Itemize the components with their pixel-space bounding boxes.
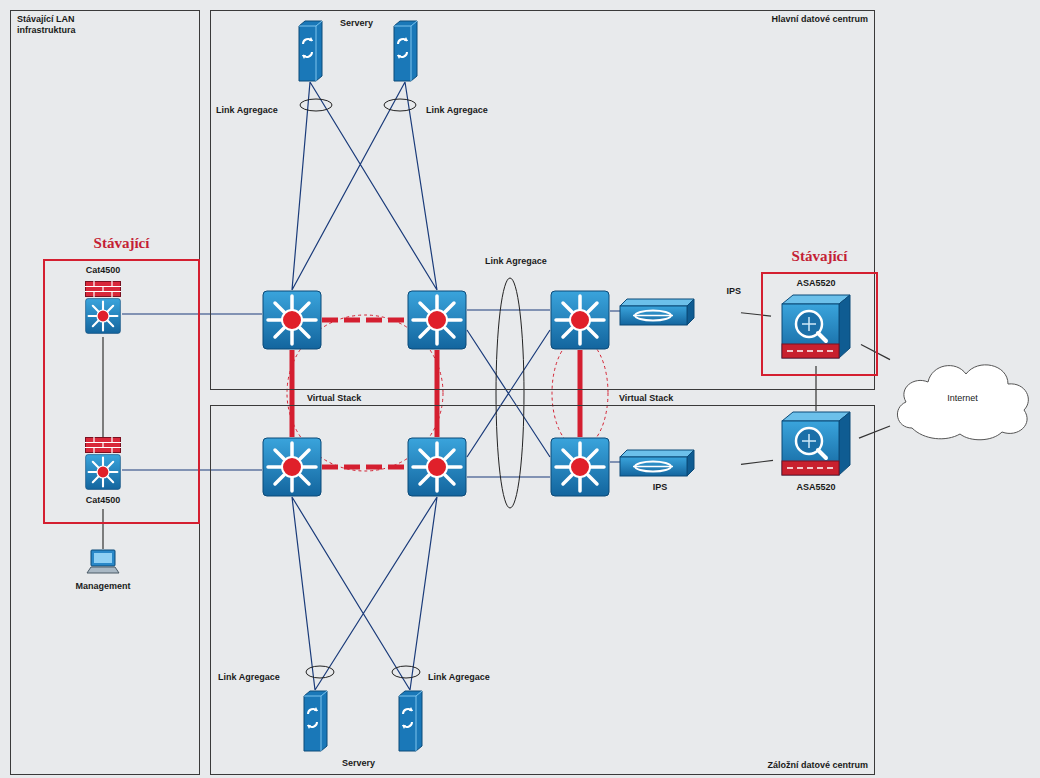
device-node: Management	[63, 549, 143, 603]
annotation-text: Servery	[340, 756, 377, 770]
annotation-text: Link Agregace	[426, 670, 492, 684]
node-label: ASA5520	[796, 480, 835, 494]
region-panel: Stávající LAN infrastrukturaStávajícíCat…	[10, 10, 200, 775]
annotation-text: Link Agregace	[216, 670, 282, 684]
asa-firewall-icon	[781, 294, 851, 359]
node-label: Cat4500	[86, 493, 121, 507]
annotation-text: Virtual Stack	[305, 391, 363, 405]
annotation-text: Link Agregace	[483, 254, 549, 268]
annotation-text: Virtual Stack	[617, 391, 675, 405]
node-label: Internet	[947, 391, 978, 405]
existing-frame	[43, 259, 200, 524]
node-label: ASA5520	[796, 276, 835, 290]
device-node: ASA5520	[773, 411, 859, 499]
switch-firewall-icon	[85, 437, 121, 491]
device-node: Cat4500	[63, 437, 143, 509]
node-label: Hlavní datové centrum	[771, 14, 868, 25]
network-link	[102, 337, 103, 437]
device-node: Cat4500	[63, 263, 143, 337]
node-label: IPS	[653, 480, 668, 494]
node-label: Záložní datové centrum	[767, 760, 868, 771]
annotation-label: Virtual Stack	[305, 387, 363, 405]
device-node: IPS	[619, 449, 741, 495]
device-node: IPS	[619, 284, 741, 328]
ips-icon	[619, 298, 695, 326]
network-link	[741, 460, 773, 464]
annotation-label: Servery	[338, 12, 375, 30]
node-label: Stávající	[761, 246, 878, 266]
region-panel: Hlavní datové centrumIPS StávajícíASA5520	[210, 10, 875, 390]
annotation-label: Link Agregace	[424, 99, 490, 117]
laptop-icon	[86, 549, 120, 575]
node-label: IPS	[726, 284, 741, 298]
existing-group: StávajícíASA5520	[761, 246, 878, 376]
node-label: Management	[75, 579, 130, 593]
annotation-label: Link Agregace	[483, 250, 549, 268]
network-link	[741, 313, 771, 316]
node-label: Stávající LAN infrastruktura	[17, 14, 117, 36]
existing-group: StávajícíCat4500Cat4500	[43, 233, 200, 524]
region-panel: Záložní datové centrum IPS ASA5520	[210, 405, 875, 775]
ips-icon	[619, 449, 695, 477]
node-label: Cat4500	[86, 263, 121, 277]
annotation-text: Link Agregace	[214, 103, 280, 117]
network-link	[102, 509, 103, 549]
asa-firewall-icon	[781, 411, 851, 476]
node-label: Stávající	[43, 233, 200, 253]
annotation-text: Link Agregace	[424, 103, 490, 117]
annotation-label: Link Agregace	[426, 666, 492, 684]
annotation-label: Servery	[340, 752, 377, 770]
annotation-label: Virtual Stack	[617, 387, 675, 405]
network-link	[861, 344, 890, 359]
annotation-label: Link Agregace	[214, 99, 280, 117]
annotation-label: Link Agregace	[216, 666, 282, 684]
internet-cloud: Internet	[890, 350, 1035, 445]
annotation-text: Servery	[338, 16, 375, 30]
device-node: ASA5520	[771, 276, 861, 366]
switch-firewall-icon	[85, 281, 121, 335]
